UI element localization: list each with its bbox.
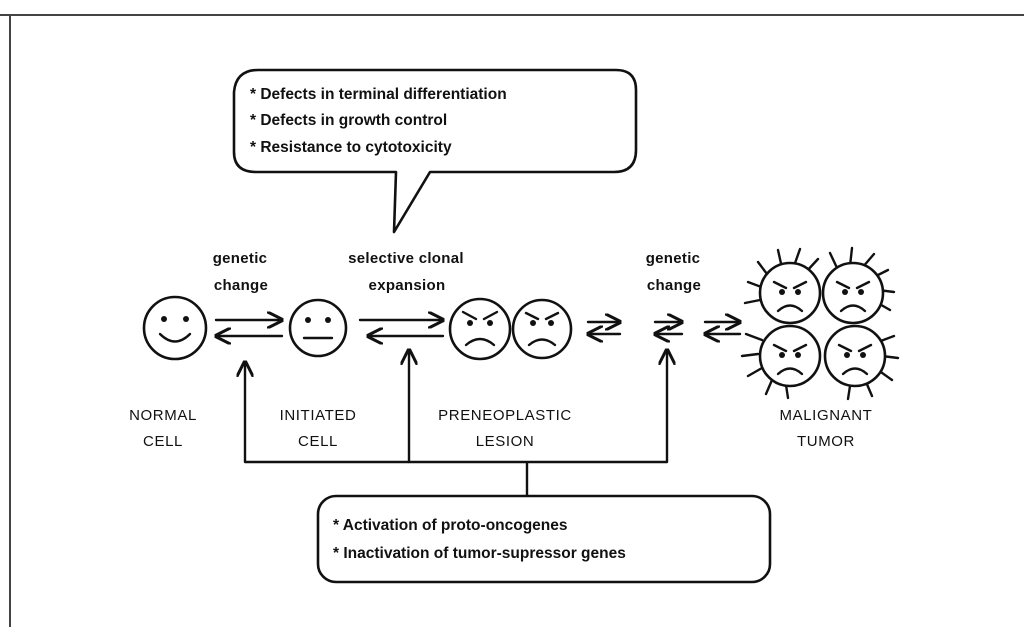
transition-1-label-line-2: change bbox=[214, 277, 268, 294]
initiated-cell-face-icon bbox=[290, 300, 346, 356]
top-callout: * Defects in terminal differentiation * … bbox=[234, 70, 636, 232]
transition-2-label-line-2: expansion bbox=[369, 277, 446, 294]
malignant-face-1-icon bbox=[745, 249, 820, 323]
malignant-face-2-icon bbox=[823, 248, 894, 323]
stage-normal-label-line-2: CELL bbox=[143, 433, 183, 450]
normal-cell-face-icon bbox=[144, 297, 206, 359]
stage-preneoplastic-label-line-1: PRENEOPLASTIC bbox=[438, 407, 572, 424]
stage-normal-label-line-1: NORMAL bbox=[129, 407, 197, 424]
stage-initiated-label-line-1: INITIATED bbox=[280, 407, 357, 424]
malignant-face-3-icon bbox=[742, 326, 820, 398]
bottom-callout: * Activation of proto-oncogenes * Inacti… bbox=[318, 496, 770, 582]
arrow-normal-to-initiated bbox=[216, 320, 282, 336]
transition-3-label-line-1: genetic bbox=[646, 250, 701, 267]
bottom-callout-item-1: * Activation of proto-oncogenes bbox=[333, 517, 568, 534]
transition-2-label-line-1: selective clonal bbox=[348, 250, 464, 267]
stage-initiated-label-line-2: CELL bbox=[298, 433, 338, 450]
arrow-initiated-to-preneoplastic bbox=[360, 320, 443, 336]
stage-malignant-label-line-1: MALIGNANT bbox=[780, 407, 873, 424]
bottom-connector bbox=[245, 350, 667, 510]
top-callout-item-1: * Defects in terminal differentiation bbox=[250, 86, 507, 103]
transition-3-label-line-2: change bbox=[647, 277, 701, 294]
top-callout-item-3: * Resistance to cytotoxicity bbox=[250, 139, 452, 156]
preneoplastic-face-2-icon bbox=[513, 300, 571, 358]
malignant-face-4-icon bbox=[825, 326, 898, 399]
arrow-genetic-change-small bbox=[655, 322, 682, 334]
stage-malignant-label-line-2: TUMOR bbox=[797, 433, 855, 450]
transition-1-label-line-1: genetic bbox=[213, 250, 268, 267]
top-callout-item-2: * Defects in growth control bbox=[250, 112, 447, 129]
stage-preneoplastic-label-line-2: LESION bbox=[476, 433, 535, 450]
arrow-preneoplastic-small bbox=[588, 322, 620, 334]
arrow-to-malignant bbox=[705, 322, 740, 334]
bottom-callout-item-2: * Inactivation of tumor-supressor genes bbox=[333, 545, 626, 562]
bottom-callout-box bbox=[318, 496, 770, 582]
preneoplastic-face-1-icon bbox=[450, 299, 510, 359]
